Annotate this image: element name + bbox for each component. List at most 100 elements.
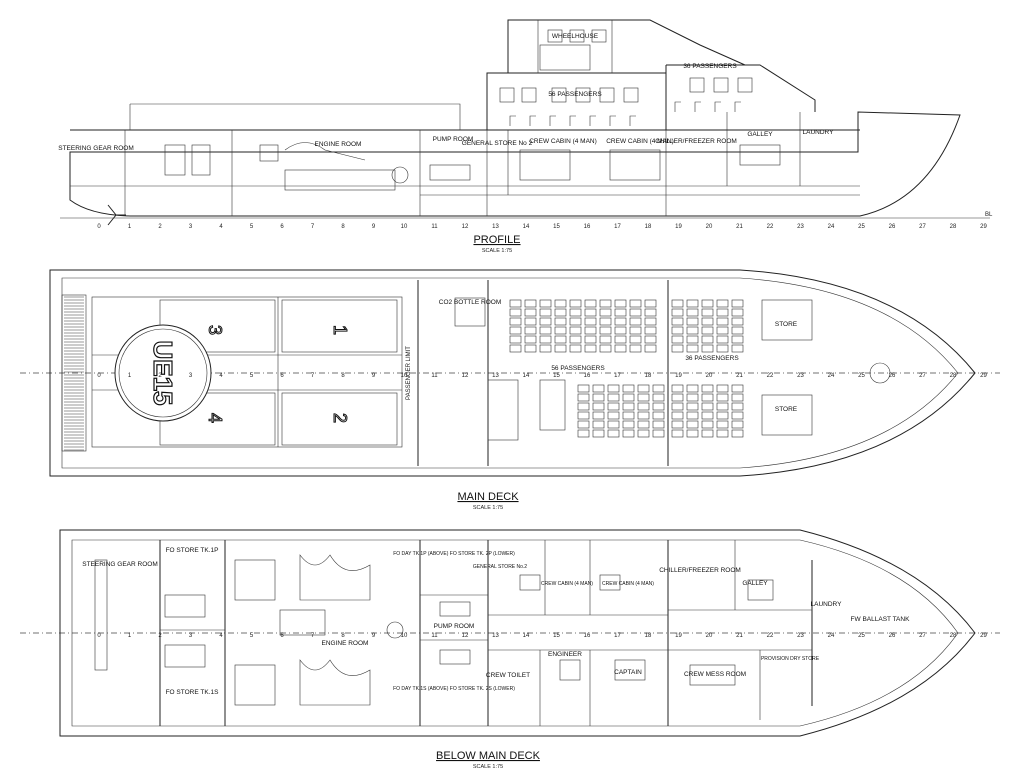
below-steering-label: STEERING GEAR ROOM <box>82 561 157 568</box>
frame-number: 25 <box>858 633 865 639</box>
frame-number: 3 <box>189 373 193 379</box>
main-deck-view: UE15 1 2 3 4 PASSENGER LIMIT CO2 BOTTLE … <box>20 269 1000 511</box>
profile-engine-label: ENGINE ROOM <box>315 141 362 148</box>
seat <box>569 326 582 335</box>
seat <box>731 429 744 438</box>
seat <box>637 402 650 411</box>
below-laundry-label: LAUNDRY <box>811 601 843 608</box>
frame-number: 8 <box>341 224 345 230</box>
below-galley-label: GALLEY <box>742 580 768 587</box>
seat <box>637 420 650 429</box>
seat <box>686 335 699 344</box>
frame-number: 21 <box>736 373 743 379</box>
seat <box>652 402 665 411</box>
profile-36-passengers-label: 36 PASSENGERS <box>683 63 737 70</box>
seat <box>607 402 620 411</box>
frame-number: 20 <box>706 373 713 379</box>
main-36-passengers-label: 36 PASSENGERS <box>685 355 739 362</box>
below-deck-view: STEERING GEAR ROOM FO STORE TK.1P FO STO… <box>20 529 1000 770</box>
seat <box>509 317 522 326</box>
seat <box>607 393 620 402</box>
frame-number: 1 <box>128 373 132 379</box>
below-chiller-label: CHILLER/FREEZER ROOM <box>659 567 741 574</box>
seat <box>569 317 582 326</box>
stern-grating <box>61 294 87 452</box>
main-deck-title: MAIN DECK <box>457 491 519 503</box>
frame-number: 6 <box>280 224 284 230</box>
store-1-label: STORE <box>775 321 798 328</box>
seat <box>701 429 714 438</box>
frame-number: 13 <box>492 224 499 230</box>
frame-number: 9 <box>372 633 376 639</box>
frame-number: 13 <box>492 633 499 639</box>
frame-number: 5 <box>250 224 254 230</box>
seat <box>524 335 537 344</box>
seat <box>731 384 744 393</box>
seat <box>671 384 684 393</box>
seat <box>731 308 744 317</box>
frame-number: 16 <box>584 373 591 379</box>
profile-galley-label: GALLEY <box>747 131 773 138</box>
seat <box>524 308 537 317</box>
seat <box>686 429 699 438</box>
frame-number: 2 <box>158 373 162 379</box>
seat <box>671 411 684 420</box>
wheelhouse-structure <box>507 19 746 73</box>
frame-number: 9 <box>372 224 376 230</box>
below-pump-label: PUMP ROOM <box>434 623 475 630</box>
frame-number: 1 <box>128 224 132 230</box>
frame-number: 28 <box>950 224 957 230</box>
frame-number: 28 <box>950 633 957 639</box>
seat <box>592 393 605 402</box>
helipad-marking: UE15 <box>148 340 178 405</box>
frame-number: 17 <box>614 373 621 379</box>
seat <box>622 420 635 429</box>
frame-number: 16 <box>584 633 591 639</box>
seat <box>554 317 567 326</box>
seat <box>607 420 620 429</box>
frame-number: 21 <box>736 224 743 230</box>
seat <box>701 308 714 317</box>
frame-number: 23 <box>797 633 804 639</box>
below-engine-label: ENGINE ROOM <box>322 640 369 647</box>
seat <box>671 317 684 326</box>
seat <box>614 317 627 326</box>
frame-number: 17 <box>614 633 621 639</box>
frame-number: 27 <box>919 373 926 379</box>
fo-day-1p-label: FO DAY TK.1P (ABOVE) FO STORE TK. 2P (LO… <box>393 551 515 557</box>
seat <box>592 429 605 438</box>
seat <box>599 308 612 317</box>
seat <box>622 429 635 438</box>
seat <box>524 299 537 308</box>
seat <box>731 402 744 411</box>
frame-number: 23 <box>797 373 804 379</box>
profile-chiller-label: CHILLER/FREEZER ROOM <box>655 138 737 145</box>
seat <box>614 299 627 308</box>
cargo-area-4-label: 4 <box>205 413 225 423</box>
seat <box>622 411 635 420</box>
below-deck-scale: SCALE 1:75 <box>473 764 503 770</box>
seat <box>509 299 522 308</box>
crew-mess-label: CREW MESS ROOM <box>684 671 746 678</box>
profile-scale: SCALE 1:75 <box>482 248 512 254</box>
frame-number: 12 <box>462 373 469 379</box>
frame-number: 19 <box>675 373 682 379</box>
frame-number: 19 <box>675 633 682 639</box>
seat <box>539 317 552 326</box>
seat <box>686 308 699 317</box>
seat <box>731 393 744 402</box>
seat <box>652 420 665 429</box>
frame-number: 26 <box>889 373 896 379</box>
frame-number: 26 <box>889 224 896 230</box>
seat <box>701 317 714 326</box>
seat <box>716 384 729 393</box>
frame-number: 14 <box>523 633 530 639</box>
frame-number: 3 <box>189 224 193 230</box>
frame-number: 2 <box>158 224 162 230</box>
frame-number: 17 <box>614 224 621 230</box>
seat <box>584 326 597 335</box>
seat <box>686 402 699 411</box>
seat <box>731 344 744 353</box>
seat <box>716 420 729 429</box>
